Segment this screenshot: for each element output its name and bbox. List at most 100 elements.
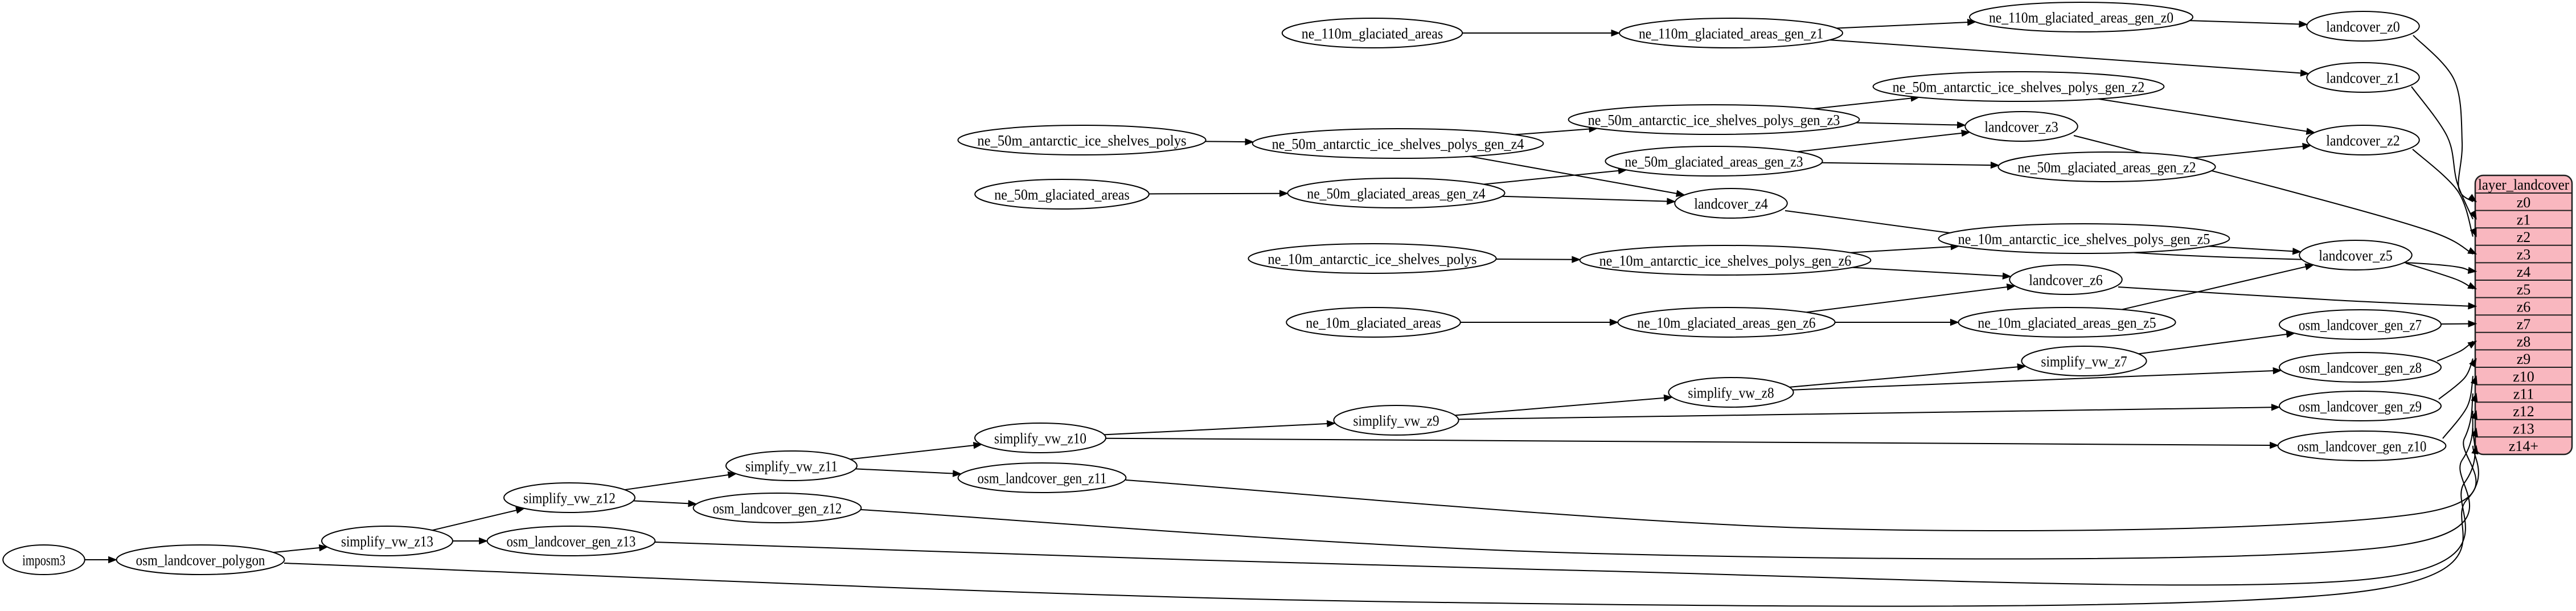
node-landcover_z4: landcover_z4 — [1674, 188, 1788, 219]
node-ne_50m_antarctic_ice_shelves_polys_gen_z4-label: ne_50m_antarctic_ice_shelves_polys_gen_z… — [1272, 136, 1524, 153]
node-osm_landcover_gen_z11: osm_landcover_gen_z11 — [957, 462, 1127, 493]
edge-ne_10m_glaciated_areas_gen_z5-to-landcover_z5 — [2122, 265, 2307, 310]
edge-landcover_z4-to-row-z4 — [1785, 210, 2474, 272]
edge-ne_50m_antarctic_ice_shelves_polys-to-ne_50m_antarctic_ice_shelves_polys_gen_z4 — [1205, 141, 1247, 143]
node-landcover_z5-shape — [2299, 240, 2413, 270]
edge-osm_landcover_gen_z13-to-row-z13-arrowhead — [2471, 427, 2478, 437]
node-osm_landcover_gen_z9-label: osm_landcover_gen_z9 — [2299, 399, 2422, 415]
node-simplify_vw_z13-label: simplify_vw_z13 — [341, 534, 433, 550]
node-landcover_z3: landcover_z3 — [1964, 111, 2078, 142]
node-osm_landcover_gen_z9: osm_landcover_gen_z9 — [2279, 391, 2442, 421]
edge-ne_10m_antarctic_ice_shelves_polys_gen_z5-to-landcover_z5 — [2209, 245, 2294, 252]
node-ne_50m_antarctic_ice_shelves_polys_gen_z3: ne_50m_antarctic_ice_shelves_polys_gen_z… — [1568, 104, 1860, 135]
edge-osm_landcover_gen_z9-to-row-z9 — [2438, 358, 2474, 400]
node-ne_50m_glaciated_areas-shape — [974, 179, 1150, 210]
edge-simplify_vw_z12-to-osm_landcover_gen_z12 — [633, 500, 690, 505]
edge-ne_50m_glaciated_areas_gen_z4-to-ne_50m_glaciated_areas_gen_z3 — [1483, 170, 1620, 185]
layer-table-row-z2: z2 — [2517, 229, 2531, 245]
edge-landcover_z3-to-row-z3-arrowhead — [2467, 247, 2477, 255]
node-ne_10m_glaciated_areas_gen_z5: ne_10m_glaciated_areas_gen_z5 — [1958, 307, 2176, 338]
layer-table-row-z11: z11 — [2513, 386, 2534, 402]
edge-ne_110m_glaciated_areas-to-ne_110m_glaciated_areas_gen_z1-arrowhead — [1611, 29, 1621, 37]
node-ne_50m_glaciated_areas: ne_50m_glaciated_areas — [974, 179, 1150, 210]
edge-ne_110m_glaciated_areas_gen_z1-to-landcover_z1-arrowhead — [2300, 69, 2310, 77]
node-osm_landcover_gen_z13-label: osm_landcover_gen_z13 — [507, 534, 636, 550]
edge-simplify_vw_z12-to-osm_landcover_gen_z12-arrowhead — [688, 500, 698, 507]
node-ne_10m_glaciated_areas_gen_z6-label: ne_10m_glaciated_areas_gen_z6 — [1637, 315, 1815, 331]
edge-osm_landcover_gen_z8-to-row-z8 — [2436, 341, 2474, 362]
edge-ne_10m_antarctic_ice_shelves_polys_gen_z6-to-landcover_z6 — [1852, 266, 2004, 277]
edge-landcover_z4-to-row-z4-arrowhead — [2467, 266, 2477, 274]
node-osm_landcover_gen_z7-label: osm_landcover_gen_z7 — [2299, 317, 2422, 334]
node-ne_50m_glaciated_areas-label: ne_50m_glaciated_areas — [994, 187, 1130, 203]
node-ne_10m_glaciated_areas_gen_z6-shape — [1617, 307, 1836, 338]
edge-osm_landcover_gen_z8-to-row-z8-arrowhead — [2467, 341, 2477, 349]
node-simplify_vw_z11-label: simplify_vw_z11 — [745, 458, 838, 475]
node-landcover_z0-label: landcover_z0 — [2326, 19, 2400, 35]
node-ne_50m_glaciated_areas_gen_z2: ne_50m_glaciated_areas_gen_z2 — [1997, 151, 2216, 182]
layer-table: layer_landcoverz0z1z2z3z4z5z6z7z8z9z10z1… — [2474, 174, 2573, 456]
edge-simplify_vw_z10-to-simplify_vw_z9-arrowhead — [1326, 420, 1336, 428]
node-simplify_vw_z11: simplify_vw_z11 — [725, 450, 858, 481]
edge-simplify_vw_z8-to-osm_landcover_gen_z8 — [1792, 370, 2275, 391]
node-simplify_vw_z8: simplify_vw_z8 — [1668, 377, 1794, 408]
node-ne_50m_antarctic_ice_shelves_polys-shape — [957, 125, 1207, 155]
node-ne_10m_glaciated_areas-label: ne_10m_glaciated_areas — [1306, 315, 1441, 331]
edge-landcover_z6-to-row-z6-arrowhead — [2468, 302, 2477, 310]
node-ne_50m_glaciated_areas_gen_z4: ne_50m_glaciated_areas_gen_z4 — [1287, 178, 1506, 208]
node-osm_landcover_gen_z13-shape — [486, 526, 656, 556]
node-ne_50m_antarctic_ice_shelves_polys_gen_z2-label: ne_50m_antarctic_ice_shelves_polys_gen_z… — [1893, 79, 2145, 96]
node-ne_10m_antarctic_ice_shelves_polys_gen_z6: ne_10m_antarctic_ice_shelves_polys_gen_z… — [1579, 245, 1872, 276]
node-osm_landcover_gen_z13: osm_landcover_gen_z13 — [486, 526, 656, 556]
node-simplify_vw_z8-shape — [1668, 377, 1794, 408]
layer-table-row-z1: z1 — [2517, 211, 2531, 228]
node-simplify_vw_z7: simplify_vw_z7 — [2021, 346, 2147, 376]
edge-ne_10m_glaciated_areas_gen_z6-to-ne_10m_glaciated_areas_gen_z5-arrowhead — [1950, 318, 1959, 326]
node-ne_10m_antarctic_ice_shelves_polys-label: ne_10m_antarctic_ice_shelves_polys — [1268, 251, 1476, 268]
node-ne_50m_antarctic_ice_shelves_polys_gen_z3-shape — [1568, 104, 1860, 135]
edge-landcover_z5-to-row-z5-arrowhead — [2467, 282, 2477, 289]
node-landcover_z2: landcover_z2 — [2306, 125, 2420, 155]
edge-landcover_z0-to-row-z0-arrowhead — [2467, 194, 2477, 203]
node-landcover_z0: landcover_z0 — [2306, 11, 2420, 42]
node-simplify_vw_z10-label: simplify_vw_z10 — [994, 430, 1086, 447]
node-osm_landcover_gen_z12-label: osm_landcover_gen_z12 — [713, 501, 842, 517]
edge-simplify_vw_z13-to-osm_landcover_gen_z13-arrowhead — [479, 537, 488, 545]
node-ne_50m_glaciated_areas_gen_z2-shape — [1997, 151, 2216, 182]
node-landcover_z3-shape — [1964, 111, 2078, 142]
node-ne_50m_antarctic_ice_shelves_polys_gen_z4: ne_50m_antarctic_ice_shelves_polys_gen_z… — [1252, 128, 1544, 159]
node-simplify_vw_z9-label: simplify_vw_z9 — [1353, 413, 1439, 429]
node-landcover_z6-label: landcover_z6 — [2029, 272, 2103, 289]
layer-table-row-z9: z9 — [2517, 351, 2531, 367]
edge-ne_50m_antarctic_ice_shelves_polys_gen_z4-to-landcover_z4-arrowhead — [1676, 190, 1685, 197]
node-ne_10m_antarctic_ice_shelves_polys_gen_z6-label: ne_10m_antarctic_ice_shelves_polys_gen_z… — [1599, 253, 1852, 269]
layer-table-row-z7: z7 — [2517, 316, 2531, 333]
node-ne_50m_antarctic_ice_shelves_polys: ne_50m_antarctic_ice_shelves_polys — [957, 125, 1207, 155]
node-simplify_vw_z13: simplify_vw_z13 — [321, 526, 453, 556]
layer-table-row-z13: z13 — [2513, 421, 2534, 437]
edge-osm_landcover_polygon-to-simplify_vw_z13 — [273, 547, 321, 553]
node-ne_110m_glaciated_areas_gen_z0-shape — [1969, 2, 2193, 32]
node-osm_landcover_polygon: osm_landcover_polygon — [116, 544, 285, 575]
node-simplify_vw_z12-shape — [503, 482, 635, 513]
edge-ne_10m_antarctic_ice_shelves_polys_gen_z5-to-landcover_z5-arrowhead — [2292, 248, 2302, 255]
node-ne_50m_glaciated_areas_gen_z3-label: ne_50m_glaciated_areas_gen_z3 — [1625, 154, 1803, 170]
node-ne_50m_antarctic_ice_shelves_polys-label: ne_50m_antarctic_ice_shelves_polys — [977, 133, 1186, 149]
edge-osm_landcover_gen_z13-to-row-z13 — [654, 428, 2476, 586]
node-ne_50m_antarctic_ice_shelves_polys_gen_z2: ne_50m_antarctic_ice_shelves_polys_gen_z… — [1872, 71, 2165, 102]
node-ne_110m_glaciated_areas_gen_z0: ne_110m_glaciated_areas_gen_z0 — [1969, 2, 2193, 32]
node-landcover_z4-shape — [1674, 188, 1788, 219]
edge-ne_10m_glaciated_areas_gen_z6-to-landcover_z6 — [1806, 286, 2009, 313]
edge-simplify_vw_z10-to-osm_landcover_gen_z10-arrowhead — [2270, 441, 2279, 449]
edge-ne_50m_glaciated_areas_gen_z3-to-ne_50m_glaciated_areas_gen_z2 — [1822, 162, 1992, 166]
edge-osm_landcover_polygon-to-row-z14+-arrowhead — [2471, 445, 2479, 455]
node-landcover_z2-label: landcover_z2 — [2326, 133, 2400, 149]
node-ne_50m_antarctic_ice_shelves_polys_gen_z3-label: ne_50m_antarctic_ice_shelves_polys_gen_z… — [1588, 112, 1840, 129]
node-simplify_vw_z9-shape — [1333, 405, 1459, 436]
edge-ne_50m_glaciated_areas_gen_z4-to-landcover_z4-arrowhead — [1667, 198, 1676, 205]
node-imposm3: imposm3 — [2, 544, 85, 575]
edge-ne_50m_antarctic_ice_shelves_polys_gen_z2-to-landcover_z2 — [2098, 98, 2308, 132]
node-osm_landcover_gen_z8: osm_landcover_gen_z8 — [2279, 352, 2442, 383]
edge-osm_landcover_gen_z10-to-row-z10-arrowhead — [2470, 375, 2477, 385]
